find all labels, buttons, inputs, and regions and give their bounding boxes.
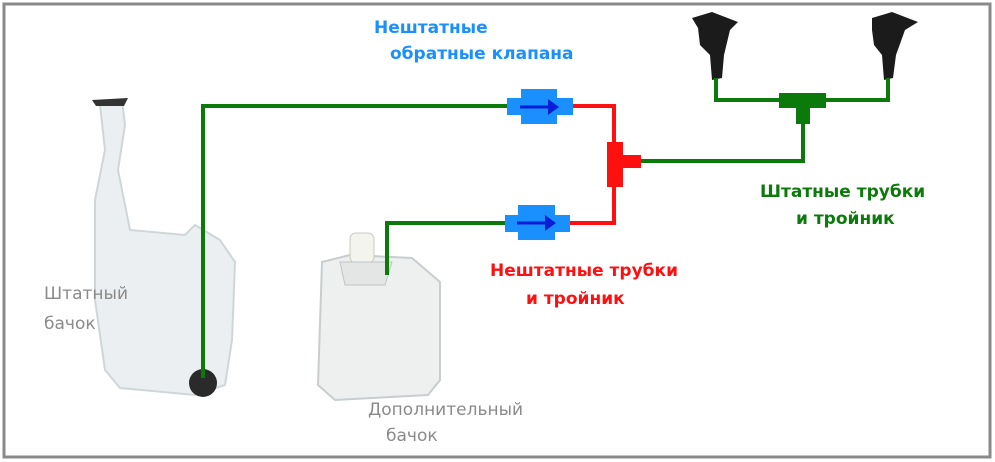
stock-tank-label-line2: бачок bbox=[44, 314, 96, 334]
check-valve-lower bbox=[505, 205, 570, 240]
extra-tubes-label-line1: Нештатные трубки bbox=[490, 261, 678, 281]
check-valves-label-line2: обратные клапана bbox=[390, 44, 574, 64]
stock-tee bbox=[779, 93, 826, 124]
nozzle-right-icon bbox=[872, 12, 918, 80]
stock-tubes-label-line1: Штатные трубки bbox=[760, 182, 926, 202]
extra-tank-label-line2: бачок bbox=[386, 426, 438, 446]
check-valve-upper bbox=[507, 89, 573, 124]
stock-tank-image bbox=[92, 98, 237, 397]
extra-tank-image bbox=[316, 232, 441, 402]
stock-tank-label-line1: Штатный bbox=[44, 284, 128, 304]
check-valves-label-line1: Нештатные bbox=[374, 18, 488, 38]
pump-icon bbox=[189, 369, 217, 397]
extra-tubes-label-line2: и тройник bbox=[526, 289, 625, 309]
extra-tank-label-line1: Дополнительный bbox=[368, 400, 524, 420]
nozzle-left-icon bbox=[692, 12, 738, 80]
arrow-right-icon bbox=[548, 99, 559, 115]
stock-tubes-label-line2: и тройник bbox=[796, 209, 895, 229]
extra-tubes bbox=[570, 104, 616, 225]
arrow-right-icon bbox=[545, 215, 556, 231]
stock-tubes bbox=[201, 78, 890, 378]
extra-tee bbox=[607, 142, 641, 187]
